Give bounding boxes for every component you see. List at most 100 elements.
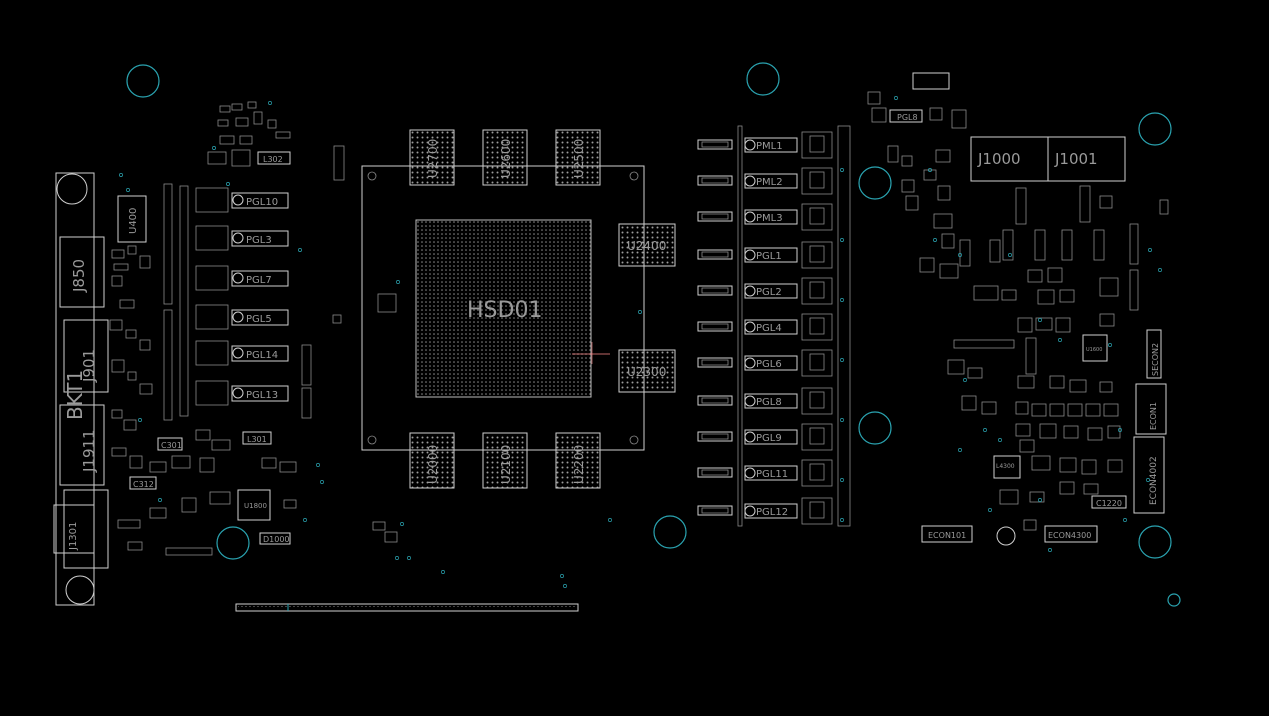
mem-u2600[interactable]: U2600 bbox=[499, 139, 513, 178]
via bbox=[212, 146, 216, 150]
via bbox=[608, 518, 612, 522]
inductor-label: PML1 bbox=[756, 141, 783, 152]
bracket-bkt1[interactable]: BKT1 bbox=[63, 370, 87, 420]
via bbox=[983, 428, 987, 432]
middle-vrm[interactable]: PML1PML2PML3PGL1PGL2PGL4PGL6PGL8PGL9PGL1… bbox=[697, 125, 851, 527]
inductor-label: PGL11 bbox=[756, 469, 788, 480]
connector-econ1[interactable]: ECON1 bbox=[1149, 402, 1158, 430]
via bbox=[1148, 248, 1152, 252]
via bbox=[963, 378, 967, 382]
via bbox=[840, 238, 844, 242]
inductor-l302[interactable]: L302 bbox=[263, 155, 283, 164]
via bbox=[638, 310, 642, 314]
inductor-l301[interactable]: L301 bbox=[247, 435, 267, 444]
mem-u2000[interactable]: U2000 bbox=[426, 445, 440, 484]
mem-u2400[interactable]: U2400 bbox=[627, 239, 666, 253]
mounting-hole bbox=[746, 62, 780, 96]
via bbox=[268, 101, 272, 105]
mounting-hole bbox=[1138, 112, 1172, 146]
chip-u1800[interactable]: U1800 bbox=[244, 502, 267, 510]
inductor-l4300[interactable]: L4300 bbox=[996, 463, 1015, 470]
connector-j1301[interactable]: J1301 bbox=[68, 522, 79, 551]
via bbox=[1118, 428, 1122, 432]
inductor-label: PGL3 bbox=[246, 235, 272, 246]
mem-u2500[interactable]: U2500 bbox=[572, 139, 586, 178]
inductor-label: PGL1 bbox=[756, 251, 782, 262]
connector-j850[interactable]: J850 bbox=[70, 259, 88, 293]
inductor-label: PGL14 bbox=[246, 350, 278, 361]
connector-j901[interactable]: J901 bbox=[80, 349, 98, 383]
mounting-hole bbox=[858, 411, 892, 445]
via bbox=[1146, 478, 1150, 482]
vias bbox=[119, 96, 1162, 588]
via bbox=[958, 448, 962, 452]
cap-c1220[interactable]: C1220 bbox=[1096, 499, 1122, 508]
connector-econ4300[interactable]: ECON4300 bbox=[1048, 531, 1091, 540]
mounting-hole bbox=[653, 515, 687, 549]
via bbox=[928, 168, 932, 172]
via bbox=[303, 518, 307, 522]
jack-j1000[interactable]: J1000 bbox=[977, 150, 1021, 168]
chip-u400[interactable]: U400 bbox=[128, 208, 139, 234]
via bbox=[441, 570, 445, 574]
via bbox=[396, 280, 400, 284]
left-vrm[interactable]: PGL10 PGL3 PGL7 PGL5 PGL14 PGL13 bbox=[109, 101, 398, 556]
via bbox=[998, 438, 1002, 442]
jack-j1001[interactable]: J1001 bbox=[1054, 150, 1098, 168]
io-bracket[interactable]: J850 J901 J1911 BKT1 J1301 U400 bbox=[53, 172, 147, 606]
gpu[interactable]: HSD01 bbox=[361, 165, 645, 451]
via bbox=[840, 358, 844, 362]
inductor-label: PGL4 bbox=[756, 323, 782, 334]
inductor-row[interactable]: PML2 bbox=[697, 167, 833, 195]
via bbox=[894, 96, 898, 100]
pcie-edge-connector[interactable] bbox=[235, 603, 579, 612]
mem-u2200[interactable]: U2200 bbox=[572, 445, 586, 484]
memory-top[interactable]: U2700 U2600 U2500 bbox=[409, 129, 601, 186]
via bbox=[840, 478, 844, 482]
via bbox=[119, 173, 123, 177]
cap-c301[interactable]: C301 bbox=[161, 441, 182, 450]
via bbox=[1038, 498, 1042, 502]
via bbox=[1058, 338, 1062, 342]
inductor-row[interactable]: PGL6 bbox=[697, 349, 833, 377]
via bbox=[933, 238, 937, 242]
mem-u2100[interactable]: U2100 bbox=[499, 445, 513, 484]
inductor-row[interactable]: PGL2 bbox=[697, 277, 833, 305]
inductor-row[interactable]: PGL9 bbox=[697, 423, 833, 451]
via bbox=[1048, 548, 1052, 552]
memory-bottom[interactable]: U2000 U2100 U2200 bbox=[409, 432, 601, 489]
cap-c312[interactable]: C312 bbox=[133, 480, 154, 489]
via bbox=[988, 508, 992, 512]
mounting-hole bbox=[1138, 525, 1172, 559]
via bbox=[320, 480, 324, 484]
mem-u2300[interactable]: U2300 bbox=[627, 365, 666, 379]
inductor-row[interactable]: PGL8 bbox=[697, 387, 833, 415]
via bbox=[958, 253, 962, 257]
inductor-row[interactable]: PML3 bbox=[697, 203, 833, 231]
inductor-row[interactable]: PGL11 bbox=[697, 459, 833, 487]
inductor-label: PML3 bbox=[756, 213, 783, 224]
diode-d1000[interactable]: D1000 bbox=[263, 535, 290, 544]
inductor-row[interactable]: PGL12 bbox=[697, 497, 833, 525]
inductor-pgl8-right[interactable]: PGL8 bbox=[897, 113, 918, 122]
connector-econ101[interactable]: ECON101 bbox=[928, 531, 966, 540]
via bbox=[158, 498, 162, 502]
inductor-row[interactable]: PGL1 bbox=[697, 241, 833, 269]
via bbox=[1158, 268, 1162, 272]
connector-econ4002[interactable]: ECON4002 bbox=[1149, 456, 1159, 505]
inductor-label: PGL8 bbox=[756, 397, 782, 408]
right-section[interactable]: J1000 J1001 PGL8 U1600 L4300 C1220 ECON1… bbox=[867, 72, 1169, 546]
mounting-hole bbox=[126, 64, 160, 98]
inductor-row[interactable]: PGL4 bbox=[697, 313, 833, 341]
via bbox=[1008, 253, 1012, 257]
via bbox=[126, 188, 130, 192]
connector-secon2[interactable]: SECON2 bbox=[1151, 343, 1160, 376]
mem-u2700[interactable]: U2700 bbox=[426, 139, 440, 178]
mounting-holes bbox=[126, 62, 1181, 607]
inductor-row[interactable]: PML1 bbox=[697, 131, 833, 159]
connector-j1911[interactable]: J1911 bbox=[80, 429, 98, 473]
chip-u1600[interactable]: U1600 bbox=[1086, 347, 1102, 353]
inductor-label: PGL7 bbox=[246, 275, 272, 286]
memory-right[interactable]: U2400 U2300 bbox=[618, 223, 676, 393]
